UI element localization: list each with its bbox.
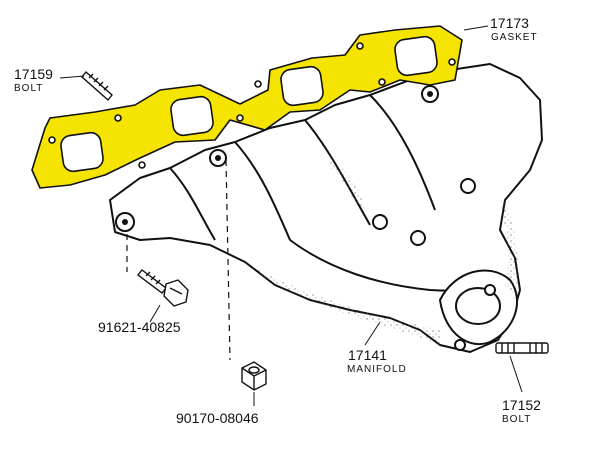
gasket-hole [448,58,456,66]
nut-90170-08046 [241,361,267,391]
gasket-port-4 [394,35,438,77]
bolt-stud-part-number: 17159 [14,66,53,82]
gasket-hole [114,114,122,122]
boss-3 [372,214,388,230]
gasket-body [31,25,463,189]
gasket-port-3 [280,65,324,107]
manifold-part-name: MANIFOLD [347,364,407,375]
gasket-hole [236,114,244,122]
stud-part-number: 17152 [502,397,541,413]
runner-1 [169,167,216,241]
boss-4 [410,230,426,246]
stud-part-name: BOLT [502,414,532,425]
stud-bolt-17152 [495,342,549,354]
bolt-91621-40825 [137,269,189,307]
outlet-port [455,287,501,325]
gasket-hole [138,161,146,169]
boss-7 [484,284,496,296]
gasket-hole [254,80,262,88]
gasket [31,25,463,189]
gasket-hole [356,42,364,50]
gasket-port-2 [170,95,214,137]
boss-5 [460,178,476,194]
gasket-part-name: GASKET [491,32,538,43]
leader-lines [59,25,523,406]
runner-2 [234,141,291,241]
bolt-part-number: 91621-40825 [98,319,181,335]
boss-8 [454,339,466,351]
manifold-outline [109,63,543,353]
gasket-hole [48,136,56,144]
gasket-part-number: 17173 [490,15,529,31]
stud-bolt-17159 [81,70,113,102]
manifold [109,63,543,353]
assembly-lines [126,159,231,361]
manifold-part-number: 17141 [348,347,387,363]
gasket-hole [378,78,386,86]
nut-part-number: 90170-08046 [176,410,259,426]
runner-4 [369,94,436,211]
gasket-port-1 [60,131,104,173]
manifold-shading [245,160,518,345]
bolt-stud-part-name: BOLT [14,83,44,94]
